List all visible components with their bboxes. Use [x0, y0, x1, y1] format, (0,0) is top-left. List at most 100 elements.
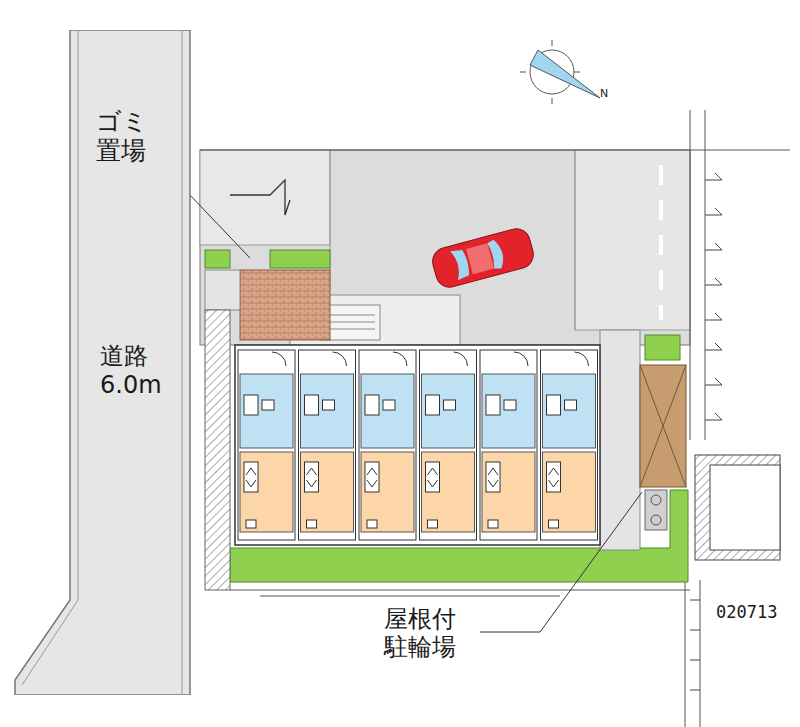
- unit-detail: [301, 452, 354, 532]
- map-detail: [466, 243, 494, 274]
- unit-detail: [272, 352, 286, 366]
- unit-detail: [514, 352, 528, 366]
- map-detail: [575, 150, 576, 330]
- unit-detail: [547, 462, 561, 492]
- unit-detail: [246, 468, 256, 487]
- map-detail: [205, 250, 230, 268]
- map-detail: [575, 150, 690, 330]
- unit-detail: [426, 395, 440, 415]
- unit-detail: [428, 468, 438, 487]
- unit-detail: [488, 468, 498, 487]
- north-letter: N: [600, 88, 608, 101]
- map-detail: [325, 315, 375, 329]
- unit: [299, 350, 356, 540]
- map-detail: [651, 495, 661, 505]
- unit: [359, 350, 416, 540]
- map-detail: [651, 515, 661, 525]
- area-label: 屋根付 駐輪場: [384, 606, 463, 661]
- map-detail: [705, 110, 706, 440]
- unit-detail: [244, 395, 258, 415]
- map-detail: [520, 40, 580, 104]
- boundary-line: [230, 590, 690, 596]
- unit-detail: [549, 520, 559, 528]
- map-detail: [200, 150, 690, 345]
- map-detail: [330, 150, 331, 290]
- unit-detail: [383, 400, 395, 410]
- unit-detail: [454, 352, 468, 366]
- unit-detail: [240, 374, 293, 448]
- map-detail: [640, 365, 686, 487]
- car: [430, 226, 537, 291]
- unit-detail: [426, 462, 440, 492]
- unit-detail: [504, 400, 516, 410]
- planting: [205, 250, 688, 582]
- unit-detail: [486, 462, 500, 492]
- area-label: ゴミ 置場: [96, 108, 154, 166]
- unit-detail: [367, 468, 377, 487]
- unit-detail: [305, 395, 319, 415]
- unit-detail: [367, 520, 377, 528]
- parking-ground: [200, 150, 790, 345]
- map-detail: [640, 365, 686, 487]
- unit-detail: [543, 374, 596, 448]
- unit-detail: [549, 468, 559, 487]
- unit-detail: [486, 395, 500, 415]
- unit-detail: [305, 462, 319, 492]
- map-detail: [230, 180, 290, 215]
- map-detail: [235, 345, 600, 545]
- road-label: 道路 6.0m: [100, 342, 177, 400]
- curb-line: [22, 30, 182, 695]
- unit-detail: [444, 400, 456, 410]
- map-detail: [700, 580, 701, 727]
- unit-detail: [244, 462, 258, 492]
- unit-detail: [240, 452, 293, 532]
- unit-detail: [482, 452, 535, 532]
- unit-detail: [307, 520, 317, 528]
- unit-detail: [422, 374, 475, 448]
- unit: [541, 350, 598, 540]
- unit-detail: [333, 352, 347, 366]
- fence: [205, 310, 230, 590]
- unit-detail: [301, 374, 354, 448]
- map-detail: [430, 226, 537, 291]
- garbage-area: [240, 270, 330, 340]
- unit-detail: [422, 452, 475, 532]
- map-detail: [645, 335, 680, 360]
- unit: [238, 350, 295, 540]
- unit-detail: [428, 520, 438, 528]
- unit-detail: [365, 395, 379, 415]
- unit-detail: [323, 400, 335, 410]
- unit-detail: [393, 352, 407, 366]
- map-detail: [530, 50, 600, 98]
- unit-detail: [262, 400, 274, 410]
- map-detail: [685, 580, 686, 727]
- road-outline: [15, 30, 190, 695]
- unit-detail: [361, 374, 414, 448]
- map-detail: [690, 110, 691, 440]
- map-detail: [200, 150, 330, 245]
- map-detail: [690, 600, 700, 690]
- leader-line: [480, 492, 642, 632]
- steps: [205, 270, 240, 310]
- bicycle-parking: [640, 365, 686, 530]
- reference-number: 020713: [716, 603, 777, 623]
- unit: [480, 350, 537, 540]
- map-detail: [645, 490, 667, 530]
- unit-detail: [565, 400, 577, 410]
- unit-detail: [365, 462, 379, 492]
- map-detail: [695, 455, 780, 560]
- unit-detail: [361, 452, 414, 532]
- map-detail: [200, 150, 790, 151]
- unit-detail: [575, 352, 589, 366]
- unit-detail: [488, 520, 498, 528]
- unit: [420, 350, 477, 540]
- walkway: [600, 330, 640, 550]
- unit-detail: [547, 395, 561, 415]
- unit-detail: [543, 452, 596, 532]
- map-detail: [710, 465, 780, 550]
- map-detail: [270, 250, 330, 268]
- map-detail: [705, 180, 722, 420]
- north-arrow: [520, 40, 600, 104]
- map-detail: [659, 165, 663, 320]
